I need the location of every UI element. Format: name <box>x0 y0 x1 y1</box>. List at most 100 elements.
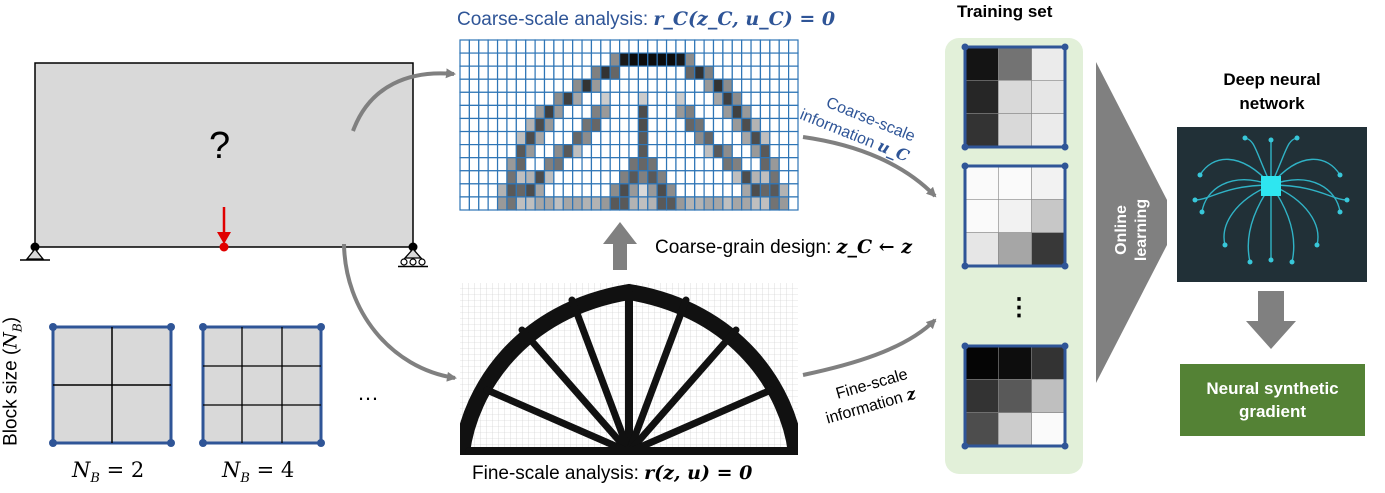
training-cell <box>1031 46 1066 81</box>
training-sample-frame <box>963 45 1067 149</box>
coarse-cell <box>778 104 790 120</box>
coarse-cell <box>543 65 555 80</box>
coarse-cell <box>619 183 630 198</box>
training-cell <box>998 412 1032 447</box>
training-sample <box>961 342 1069 450</box>
coarse-cell <box>581 170 593 185</box>
coarse-cell <box>637 78 649 93</box>
coarse-cell <box>750 78 762 93</box>
coarse-cell <box>741 183 752 198</box>
coarse-cell <box>637 157 649 172</box>
coarse-cell <box>515 144 527 159</box>
coarse-cell <box>731 117 743 133</box>
coarse-cell <box>712 170 724 185</box>
training-cell <box>998 379 1032 413</box>
coarse-cell <box>741 52 752 67</box>
coarse-cell <box>778 65 790 80</box>
coarse-cell <box>468 117 480 133</box>
coarse-cell <box>694 52 705 67</box>
coarse-cell <box>543 91 555 106</box>
coarse-cell <box>788 183 799 198</box>
corner-node <box>961 43 969 51</box>
coarse-cell <box>769 91 780 106</box>
coarse-cell <box>553 65 564 80</box>
coarse-cell <box>750 170 762 185</box>
coarse-cell <box>712 130 724 146</box>
coarse-cell <box>675 183 686 198</box>
coarse-cell <box>769 144 780 159</box>
coarse-cell <box>731 78 743 93</box>
coarse-cell <box>665 39 677 54</box>
training-cell <box>964 232 999 267</box>
coarse-cell <box>712 78 724 93</box>
coarse-cell <box>487 183 499 198</box>
coarse-cell <box>637 52 649 67</box>
coarse-cell <box>600 157 611 172</box>
coarse-cell <box>637 117 649 133</box>
training-cell <box>964 199 999 233</box>
coarse-cell <box>562 157 574 172</box>
coarse-cell <box>637 65 649 80</box>
coarse-cell <box>628 170 639 185</box>
coarse-cell <box>459 170 470 185</box>
coarse-cell <box>487 117 499 133</box>
coarse-cell <box>515 65 527 80</box>
coarse-cell <box>515 183 527 198</box>
coarse-cell <box>534 157 546 172</box>
coarse-cell <box>750 144 762 159</box>
coarse-cell <box>741 196 752 211</box>
coarse-cell <box>496 117 508 133</box>
coarse-cell <box>712 196 724 211</box>
coarse-cell <box>722 183 733 198</box>
coarse-cell <box>496 196 508 211</box>
coarse-cell <box>703 39 715 54</box>
coarse-cell <box>788 39 799 54</box>
coarse-cell <box>637 170 649 185</box>
coarse-cell <box>769 39 780 54</box>
coarse-cell <box>534 91 546 106</box>
coarse-cell <box>712 104 724 120</box>
coarse-cell <box>656 117 668 133</box>
training-ellipsis: ⋮ <box>1007 294 1031 321</box>
coarse-cell <box>741 78 752 93</box>
coarse-cell <box>515 78 527 93</box>
coarse-cell <box>590 130 602 146</box>
coarse-cell <box>543 183 555 198</box>
coarse-cell <box>647 78 658 93</box>
coarse-cell <box>581 117 593 133</box>
coarse-cell <box>628 65 639 80</box>
coarse-cell <box>553 183 564 198</box>
coarse-cell <box>543 196 555 211</box>
coarse-cell <box>675 91 686 106</box>
coarse-cell <box>656 78 668 93</box>
coarse-cell <box>572 52 583 67</box>
coarse-cell <box>543 170 555 185</box>
coarse-cell <box>703 91 715 106</box>
coarse-cell <box>731 157 743 172</box>
training-cell <box>1031 379 1066 413</box>
coarse-cell <box>572 39 583 54</box>
coarse-cell <box>487 130 499 146</box>
coarse-cell <box>609 130 621 146</box>
corner-node <box>1061 442 1069 450</box>
coarse-cell <box>656 157 668 172</box>
coarse-cell <box>590 91 602 106</box>
coarse-cell <box>609 170 621 185</box>
coarse-cell <box>534 130 546 146</box>
coarse-cell <box>478 78 489 93</box>
coarse-cell <box>562 65 574 80</box>
coarse-cell <box>590 183 602 198</box>
coarse-cell <box>694 183 705 198</box>
coarse-cell <box>675 117 686 133</box>
coarse-cell <box>712 157 724 172</box>
coarse-cell <box>675 39 686 54</box>
coarse-cell <box>506 183 517 198</box>
coarse-cell <box>600 144 611 159</box>
coarse-cell <box>703 144 715 159</box>
coarse-cell <box>712 91 724 106</box>
pin-support-icon <box>20 247 50 261</box>
coarse-cell <box>562 183 574 198</box>
coarse-cell <box>788 157 799 172</box>
coarse-cell <box>703 157 715 172</box>
coarse-cell <box>609 196 621 211</box>
